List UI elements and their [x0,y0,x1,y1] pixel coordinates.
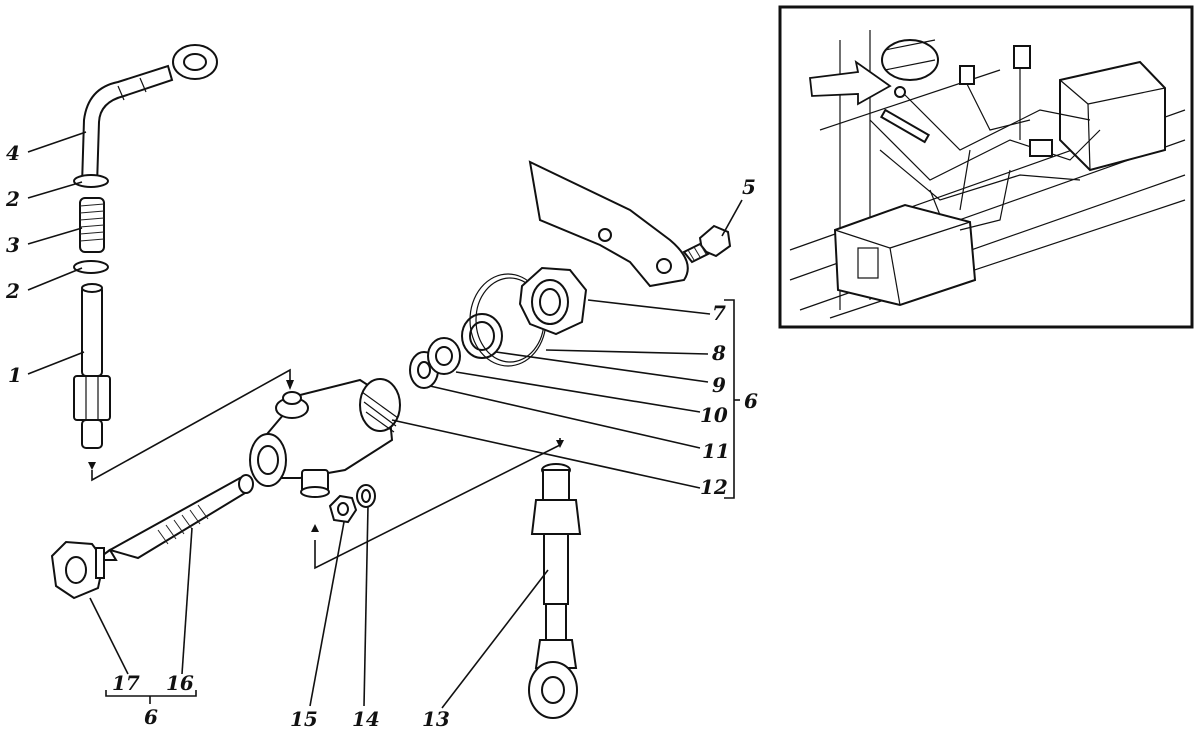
label-7: 7 [712,301,726,325]
label-16: 16 [166,671,194,695]
inset-tank-left [833,203,977,307]
label-2-lower: 2 [5,279,20,303]
part-15-nut [328,494,358,524]
label-17: 17 [112,671,140,695]
group-6-bracket-bottom [105,690,197,704]
label-6-bottom: 6 [144,705,158,729]
group-6-bracket-right [724,299,740,499]
part-7-union-nut [518,266,588,336]
part-1-pipe [73,283,111,449]
label-10: 10 [700,403,728,427]
part-14-lock-washer [356,484,376,508]
part-12-valve-body [249,378,401,498]
inset-pipes [869,60,1101,231]
label-1: 1 [8,363,22,387]
label-14: 14 [352,707,380,731]
part-9-seal-ring [461,313,503,359]
part-16-needle-stem [92,474,254,561]
label-3: 3 [6,233,20,257]
part-10-sleeve [427,337,461,375]
label-13: 13 [422,707,450,731]
label-8: 8 [711,341,726,365]
label-11: 11 [702,439,730,463]
label-4: 4 [6,141,20,165]
mounting-bracket [528,160,689,288]
assembly-path-line-left [88,368,294,482]
location-inset [778,5,1194,329]
label-9: 9 [712,373,726,397]
part-2-clamp-lower [73,260,109,274]
label-6-right: 6 [744,389,758,413]
part-2-clamp-upper [73,174,109,188]
inset-pointer-arrow [809,59,892,106]
inset-cylinder [881,39,939,81]
part-5-bolt [682,224,732,264]
part-4-pipe-elbow [80,44,218,186]
inset-fittings [879,45,1053,157]
label-2-upper: 2 [5,187,20,211]
label-15: 15 [290,707,318,731]
part-17-gland-nut [50,540,106,600]
assembly-path-line-right [311,438,564,570]
leader-lines [27,131,743,709]
label-5: 5 [742,175,756,199]
part-labels: 4 2 3 2 1 5 7 8 9 6 10 11 12 17 16 6 15 … [5,141,758,731]
part-3-spring-sleeve [79,197,105,253]
label-12: 12 [700,475,728,499]
part-13-banjo-pipe [528,463,582,719]
